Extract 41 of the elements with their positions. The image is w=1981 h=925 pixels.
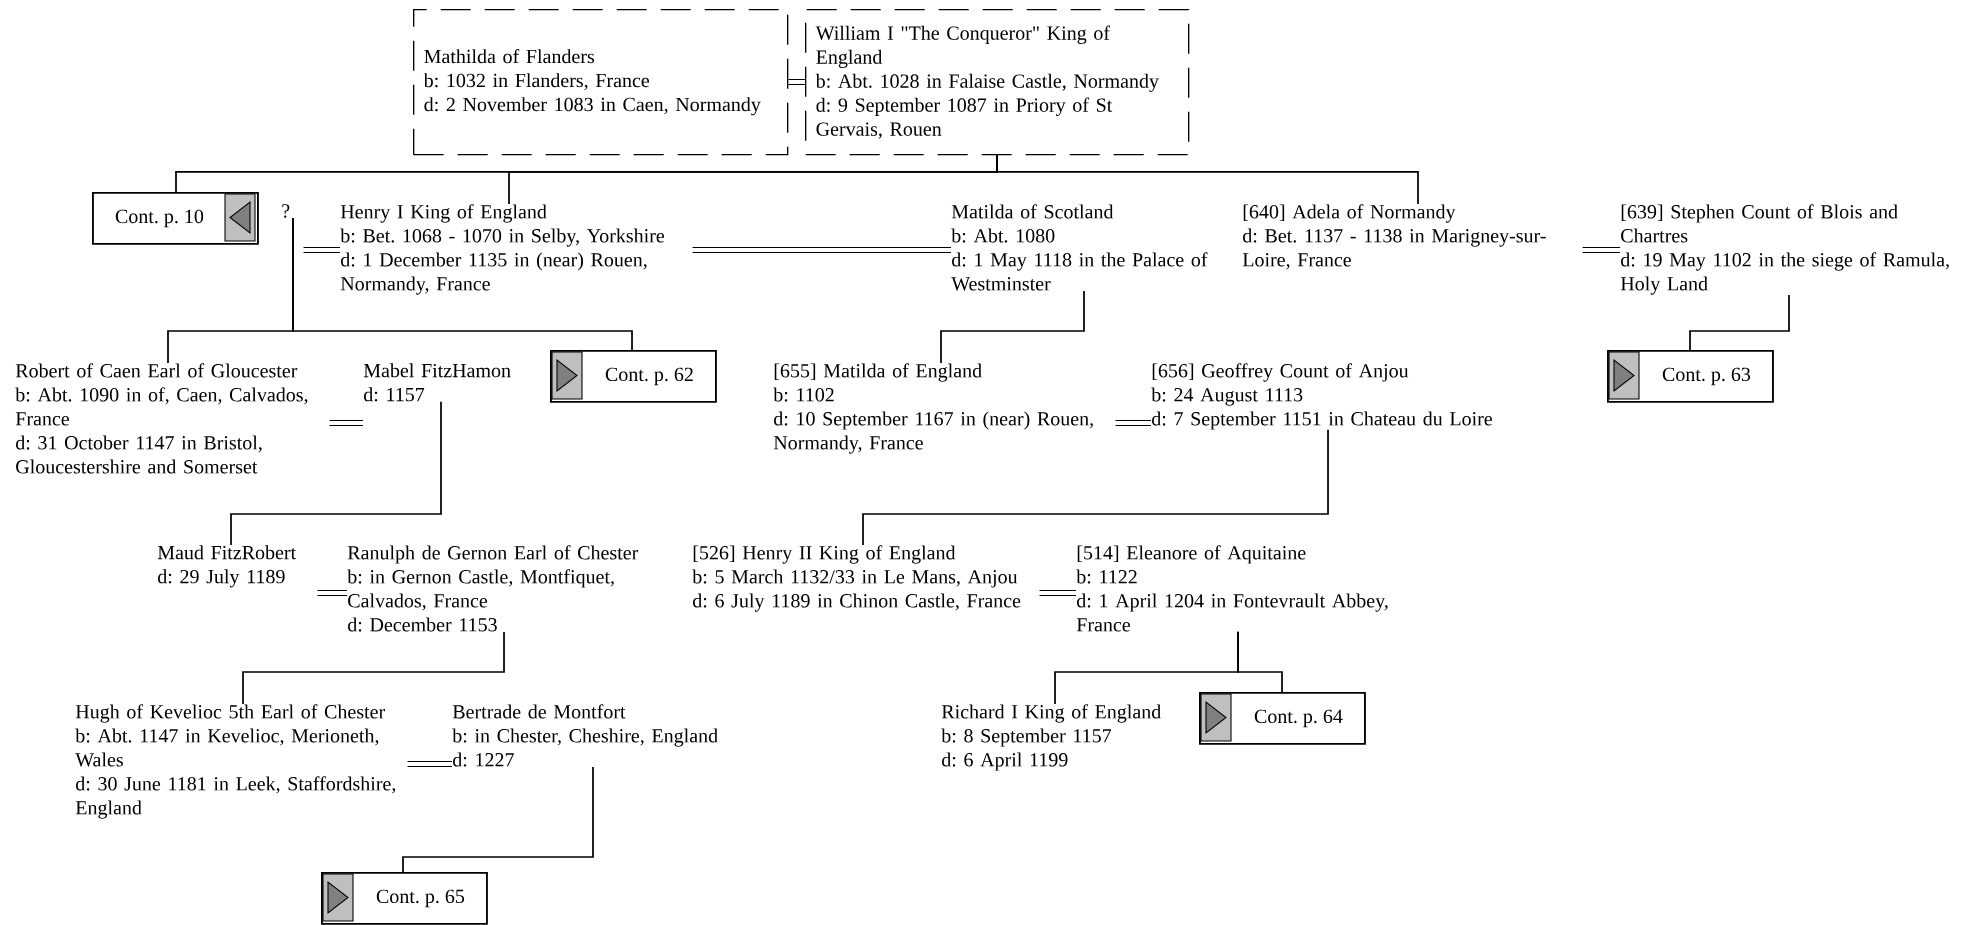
descent-line [242,631,505,705]
person-entry: Matilda of Scotland b: Abt. 1080 d: 1 May 1118 in the Palace of Westminster [951,204,1208,291]
continuation-button: Cont. p. 65 [321,872,488,925]
person-entry: [640] Adela of Normandy d: Bet. 1137 - 1138 in Marigney-sur-Loire, France [1242,204,1546,270]
person-entry: [656] Geoffrey Count of Anjou b: 24 August 1113 d: 7 September 1151 in Chateau du Loire [1151,363,1492,430]
marriage-line [1115,419,1152,427]
marriage-line [329,419,364,427]
continuation-button: Cont. p. 62 [550,350,717,403]
person-entry: Hugh of Kevelioc 5th Earl of Chester b: Abt. 1147 in Kevelioc, Merioneth, Wales d: 30 June 1181 in Leek, Staffordshire, England [75,704,396,819]
marriage-line [1582,246,1621,253]
marriage-line [1039,589,1077,597]
continuation-button: Cont. p. 10 [92,192,259,245]
person-entry: Richard I King of England b: 8 September 1157 d: 6 April 1199 [941,704,1161,771]
marriage-line [317,589,348,597]
descent-line [940,290,1085,364]
descent-line [862,429,1329,546]
marriage-line [303,246,341,253]
person-entry: [514] Eleanore of Aquitaine b: 1122 d: 1 April 1204 in Fontevrault Abbey, France [1076,545,1388,632]
person-entry: [639] Stephen Count of Blois and Chartres d: 19 May 1102 in the siege of Ramula, Holy Land [1620,204,1949,295]
descent-line [292,217,633,351]
person-entry: [655] Matilda of England b: 1102 d: 10 September 1167 in (near) Rouen, Normandy, France [773,363,1093,454]
marriage-line [787,78,806,86]
person-entry: [526] Henry II King of England b: 5 March 1132/33 in Le Mans, Anjou d: 6 July 1189 in Chinon Castle, France [692,545,1021,612]
marriage-line [692,246,952,253]
descent-line [1689,294,1790,351]
person-entry: Maud FitzRobert d: 29 July 1189 [157,545,297,588]
marriage-line [407,760,453,768]
descent-line [996,154,1419,205]
person-entry: Robert of Caen Earl of Gloucester b: Abt. 1090 in of, Caen, Calvados, France d: 31 October 1147 in Bristol, Gloucestershire and Somerset [15,363,308,474]
continuation-button: Cont. p. 63 [1607,350,1774,403]
person-entry: Mabel FitzHamon d: 1157 [363,363,511,402]
person-box: Mathilda of Flanders b: 1032 in Flanders, France d: 2 November 1083 in Caen, Normandy [413,9,789,156]
continuation-button: Cont. p. 64 [1199,692,1366,745]
descent-line [1237,630,1283,693]
person-entry: Bertrade de Montfort b: in Chester, Cheshire, England d: 1227 [452,704,718,767]
person-entry: Henry I King of England b: Bet. 1068 - 1070 in Selby, Yorkshire d: 1 December 1135 in (near) Rouen, Normandy, France [340,204,665,295]
descent-line [230,400,442,546]
person-box: William I "The Conqueror" King of England b: Abt. 1028 in Falaise Castle, Normandy d: 9 September 1087 in Priory of St Gervais, Rouen [805,9,1190,156]
person-entry: Ranulph de Gernon Earl of Chester b: in Gernon Castle, Montfiquet, Calvados, France d: December 1153 [347,545,639,632]
descent-line [402,766,594,873]
person-entry: ? [282,204,290,218]
